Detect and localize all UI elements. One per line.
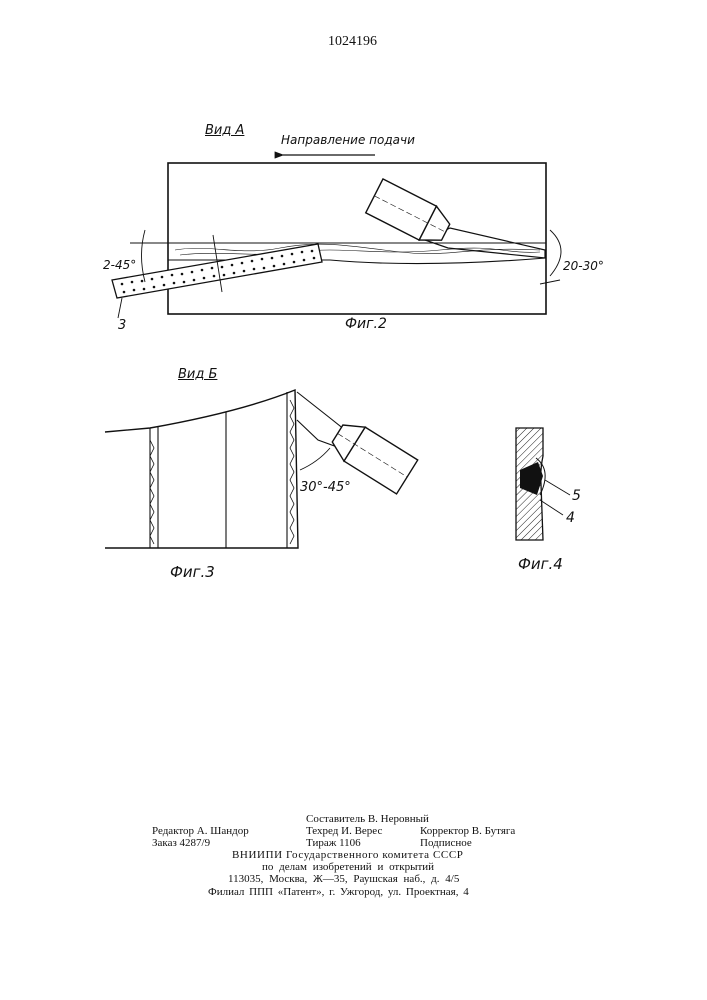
figure-2-caption: Фиг.2 [345,316,387,332]
part-number-5: 5 [572,488,581,504]
workpiece-rect [168,163,546,314]
part-number-4: 4 [566,510,575,526]
tube-outline [105,390,298,548]
angle-right-label: 20-30° [563,259,604,273]
editor: Редактор А. Шандор [152,825,249,837]
org-line-2: по делам изобретений и открытий [262,861,434,873]
corrector: Корректор В. Бутяга [420,825,515,837]
tech-editor: Техред И. Верес [306,825,382,837]
compiler: Составитель В. Неровный [306,813,429,825]
view-a-label: Вид А [205,123,244,138]
order: Заказ 4287/9 [152,837,210,849]
figure-3 [105,390,418,548]
org-address: 113035, Москва, Ж—35, Раушская наб., д. … [228,873,459,885]
angle-fig3-label: 30°-45° [300,480,351,495]
feed-direction-label: Направление подачи [281,133,415,147]
org-line-1: ВНИИПИ Государственного комитета СССР [232,849,463,861]
electrode-strip [112,244,322,298]
figure-4-caption: Фиг.4 [518,555,563,573]
angle-left-label: 2-45° [103,258,136,272]
figure-3-caption: Фиг.3 [170,563,215,581]
burner-head [366,179,455,249]
subscription: Подписное [420,837,472,849]
view-b-label: Вид Б [178,367,217,382]
figure-2 [112,155,561,318]
branch: Филиал ППП «Патент», г. Ужгород, ул. Про… [208,886,469,898]
part-number-3: 3 [118,318,126,333]
circulation: Тираж 1106 [306,837,361,849]
figure-4 [516,428,570,540]
